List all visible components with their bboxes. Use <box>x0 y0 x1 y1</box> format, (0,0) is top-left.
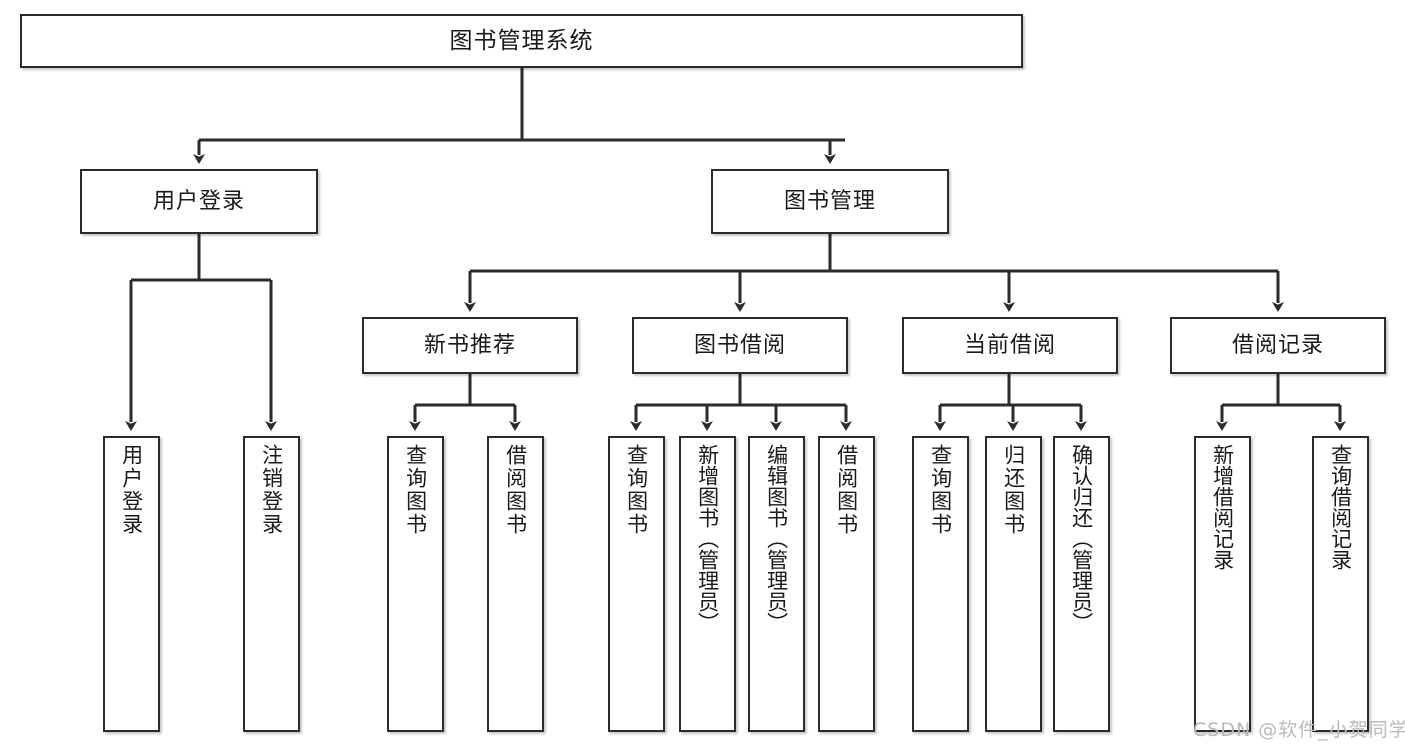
node-book-borrow-label: 图书借阅 <box>693 332 786 358</box>
node-borrow-record-label: 借阅记录 <box>1231 332 1324 358</box>
leaf-node-query-book-3[interactable]: 查询图书 <box>912 436 969 732</box>
node-book-manage[interactable]: 图书管理 <box>711 169 949 234</box>
node-user-login-label: 用户登录 <box>152 188 245 214</box>
leaf-label: 注销登录 <box>259 444 284 536</box>
leaf-node-add-borrow-record[interactable]: 新增借阅记录 <box>1194 436 1251 732</box>
leaf-node-user-login[interactable]: 用户登录 <box>103 436 160 732</box>
leaf-label: 查询图书 <box>624 444 649 536</box>
leaf-node-add-book[interactable]: 新增图书（管理员） <box>679 436 736 732</box>
leaf-node-return-book[interactable]: 归还图书 <box>985 436 1042 732</box>
node-user-login[interactable]: 用户登录 <box>80 169 318 234</box>
leaf-node-edit-book[interactable]: 编辑图书（管理员） <box>748 436 805 732</box>
leaf-label: 编辑图书（管理员） <box>764 444 789 633</box>
leaf-label: 借阅图书 <box>503 444 528 536</box>
leaf-node-query-book-1[interactable]: 查询图书 <box>387 436 444 732</box>
node-book-manage-label: 图书管理 <box>783 188 876 214</box>
node-borrow-record[interactable]: 借阅记录 <box>1170 317 1386 374</box>
node-new-book-recommend-label: 新书推荐 <box>423 332 516 358</box>
leaf-node-query-book-2[interactable]: 查询图书 <box>608 436 665 732</box>
leaf-label: 用户登录 <box>119 444 144 536</box>
leaf-node-confirm-return[interactable]: 确认归还（管理员） <box>1053 436 1110 732</box>
node-current-borrow-label: 当前借阅 <box>963 332 1056 358</box>
leaf-node-borrow-book-2[interactable]: 借阅图书 <box>818 436 875 732</box>
leaf-label: 新增借阅记录 <box>1210 444 1235 570</box>
node-new-book-recommend[interactable]: 新书推荐 <box>362 317 578 374</box>
node-root-system[interactable]: 图书管理系统 <box>20 14 1023 68</box>
leaf-label: 查询图书 <box>403 444 428 536</box>
leaf-label: 借阅图书 <box>834 444 859 536</box>
leaf-label: 查询借阅记录 <box>1328 444 1353 570</box>
leaf-node-query-borrow-record[interactable]: 查询借阅记录 <box>1312 436 1369 732</box>
csdn-watermark: CSDN @软件_小贺同学 <box>1193 719 1405 741</box>
node-root-label: 图书管理系统 <box>449 27 594 54</box>
leaf-label: 确认归还（管理员） <box>1069 444 1094 633</box>
leaf-label: 新增图书（管理员） <box>695 444 720 633</box>
leaf-node-borrow-book-1[interactable]: 借阅图书 <box>487 436 544 732</box>
node-book-borrow[interactable]: 图书借阅 <box>632 317 848 374</box>
leaf-node-user-logout[interactable]: 注销登录 <box>243 436 300 732</box>
leaf-label: 查询图书 <box>928 444 953 536</box>
node-current-borrow[interactable]: 当前借阅 <box>902 317 1118 374</box>
leaf-label: 归还图书 <box>1001 444 1026 536</box>
